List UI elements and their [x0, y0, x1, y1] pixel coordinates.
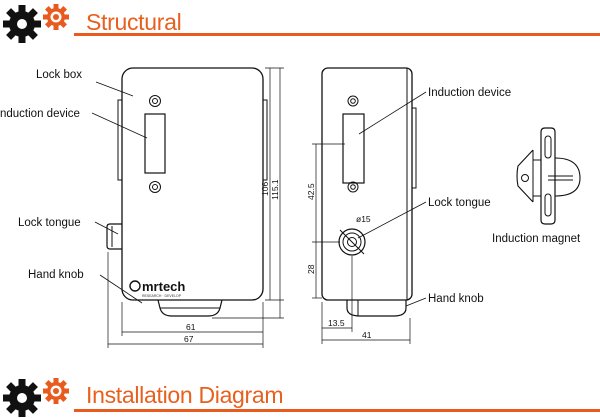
- dim-side-diameter: ø15: [356, 214, 371, 224]
- dim-front-height-outer: 115.1: [270, 179, 280, 200]
- dim-side-offset: 13.5: [328, 318, 345, 328]
- installation-banner: Installation Diagram: [0, 372, 600, 418]
- label-induction-magnet: Induction magnet: [492, 233, 581, 245]
- side-view: [312, 67, 417, 344]
- structural-title: Structural: [86, 9, 182, 35]
- structural-banner: Structural: [0, 0, 600, 43]
- structural-rule: [74, 33, 600, 36]
- label-lock-box: Lock box: [36, 69, 82, 81]
- brand-icon: [129, 280, 141, 292]
- installation-title: Installation Diagram: [86, 382, 284, 408]
- dim-side-upper-height: 42.5: [306, 183, 316, 200]
- label-hand-knob-right: Hand knob: [428, 293, 484, 305]
- label-lock-tongue-right: Lock tongue: [428, 197, 491, 209]
- label-induction-device-left: nduction device: [0, 108, 80, 120]
- label-induction-device-right: Induction device: [428, 87, 511, 99]
- induction-magnet: [516, 127, 581, 225]
- brand-name: mrtech: [142, 279, 185, 294]
- label-hand-knob-left: Hand knob: [28, 269, 84, 281]
- dim-front-height-inner: 106: [260, 182, 270, 196]
- dim-side-width: 41: [362, 330, 372, 340]
- gears-icon: [3, 4, 69, 43]
- mrtech-logo: mrtech RESEARCH · DEVELOP: [129, 279, 185, 298]
- label-lock-tongue-left: Lock tongue: [18, 217, 81, 229]
- brand-tagline: RESEARCH · DEVELOP: [142, 294, 182, 298]
- dim-front-width-outer: 67: [184, 334, 194, 344]
- installation-rule: [74, 409, 600, 412]
- front-view: [106, 67, 284, 348]
- dim-front-width-inner: 61: [186, 322, 196, 332]
- gears-icon-bottom: [3, 378, 69, 417]
- dim-side-lower-height: 28: [306, 264, 316, 274]
